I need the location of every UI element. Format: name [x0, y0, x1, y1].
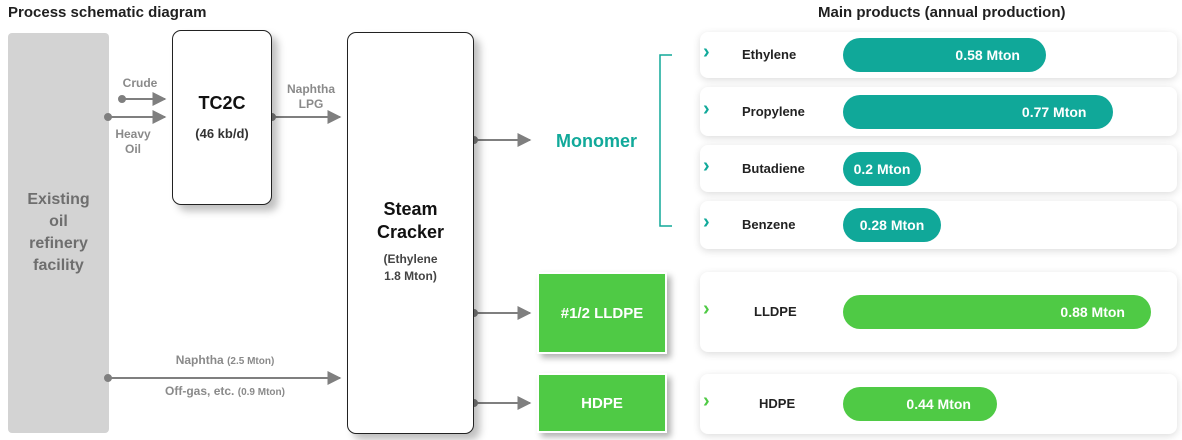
- production-bar: 0.77 Mton: [843, 94, 1113, 129]
- chevron-right-icon: ›: [703, 154, 710, 177]
- product-row-benzene: › Benzene 0.28 Mton: [700, 201, 1177, 249]
- product-name: Ethylene: [742, 47, 797, 62]
- product-row-lldpe: › LLDPE 0.88 Mton: [700, 272, 1177, 352]
- chevron-right-icon: ›: [703, 41, 710, 63]
- product-name: HDPE: [759, 396, 796, 411]
- steam-cracker-capacity: (Ethylene 1.8 Mton): [383, 252, 438, 283]
- chevron-right-icon: ›: [703, 390, 710, 412]
- chevron-right-icon: ›: [703, 211, 710, 233]
- production-bar: 0.88 Mton: [843, 295, 1151, 329]
- chevron-right-icon: ›: [703, 298, 710, 320]
- product-name: Benzene: [742, 217, 796, 232]
- hdpe-plant-box: HDPE: [537, 373, 667, 433]
- refinery-block: Existing oil refinery facility: [8, 33, 109, 433]
- offgas-feed-label: Off-gas, etc.: [165, 384, 235, 398]
- tc2c-name: TC2C: [198, 93, 246, 113]
- refinery-label: Existing oil refinery facility: [27, 191, 90, 274]
- steam-cracker-name: Steam Cracker: [376, 199, 445, 242]
- process-diagram-heading: Process schematic diagram: [8, 4, 207, 21]
- product-row-hdpe: › HDPE 0.44 Mton: [700, 374, 1177, 434]
- steam-cracker-unit: Steam Cracker (Ethylene 1.8 Mton): [347, 32, 474, 434]
- chevron-right-icon: ›: [703, 97, 710, 120]
- naphtha-amount: (2.5 Mton): [227, 356, 275, 367]
- monomer-bracket: [659, 54, 672, 227]
- crude-label: Crude: [122, 76, 158, 90]
- offgas-amount: (0.9 Mton): [237, 387, 285, 398]
- heavy-oil-label: Heavy Oil: [115, 127, 151, 156]
- product-row-propylene: › Propylene 0.77 Mton: [700, 87, 1177, 136]
- production-bar: 0.44 Mton: [843, 387, 997, 421]
- product-row-butadiene: › Butadiene 0.2 Mton: [700, 145, 1177, 192]
- product-name: Propylene: [742, 103, 805, 119]
- monomer-label: Monomer: [556, 131, 637, 151]
- production-bar: 0.2 Mton: [843, 151, 921, 186]
- product-row-ethylene: › Ethylene 0.58 Mton: [700, 32, 1177, 78]
- production-bar: 0.58 Mton: [843, 38, 1046, 72]
- lldpe-plant-box: #1/2 LLDPE: [537, 272, 667, 354]
- product-name: LLDPE: [754, 304, 797, 319]
- naphtha-feed-label: Naphtha: [175, 353, 224, 367]
- naphtha-lpg-label: Naphtha LPG: [287, 82, 335, 111]
- main-products-heading: Main products (annual production): [818, 4, 1066, 21]
- naphtha-offgas-label: Naphtha (2.5 Mton) Off-gas, etc. (0.9 Mt…: [135, 338, 315, 400]
- production-bar: 0.28 Mton: [843, 208, 941, 242]
- tc2c-unit: TC2C (46 kb/d): [172, 30, 272, 205]
- product-name: Butadiene: [742, 160, 805, 176]
- tc2c-capacity: (46 kb/d): [195, 126, 249, 141]
